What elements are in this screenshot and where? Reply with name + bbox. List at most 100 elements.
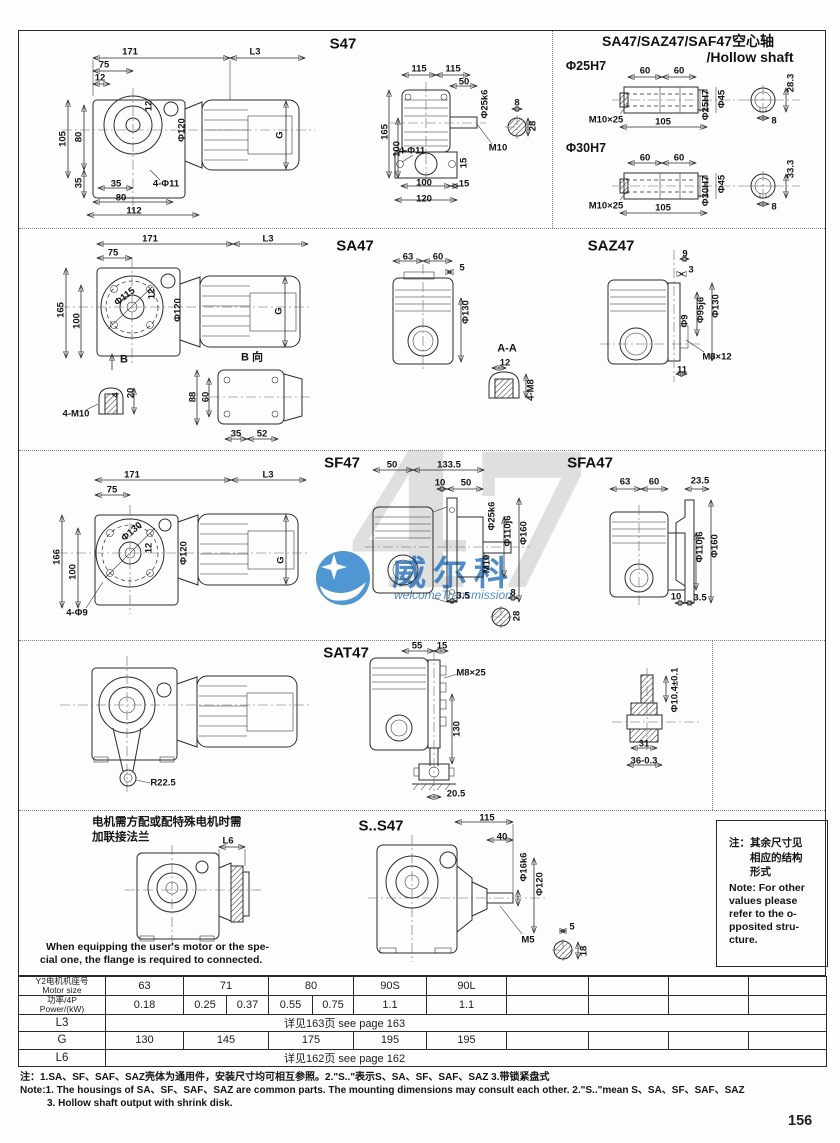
dimension-label: 112 [126,205,142,217]
dimension-label: R22.5 [150,777,176,789]
empty-cell [588,1030,669,1050]
section-title-sa47: SA47 [336,237,374,255]
dimension-label: 40 [496,831,508,843]
dimension-label: 80 [115,192,127,204]
cell-motor-80: 80 [268,976,354,996]
dimension-label: L3 [249,46,261,58]
cell-l3-ref: 详见163页 see page 163 [105,1013,827,1032]
dimension-label: 80 [73,131,85,143]
row-header-l3: L3 [18,1013,106,1032]
note-line: values please [729,894,798,907]
dimension-label: 105 [57,131,69,147]
cell-motor-90s: 90S [353,976,427,996]
cell-motor-63: 63 [105,976,184,996]
dimension-label: 28 [511,610,523,622]
dimension-label: M10 [481,554,493,574]
dimension-label: 20.5 [446,788,466,800]
row-header-en: Motor size [42,984,82,995]
cell-g: 130 [105,1030,184,1050]
dimension-label: Φ130 [460,300,472,324]
cell-power: 1.1 [426,994,507,1015]
dimension-label: 115 [479,812,495,824]
sfa47-drawing [610,489,711,608]
dimension-label: 8 [510,587,516,599]
dimension-label: 23.5 [690,475,710,487]
sat47-side-view-drawing [60,656,310,792]
cell-power: 0.37 [226,994,269,1015]
dimension-label: 63 [619,476,631,488]
dimension-label: Φ110j6 [502,515,514,547]
section-title-sfa47: SFA47 [567,454,613,472]
dimension-label: 10 [434,477,446,489]
dimension-label: M8×12 [702,351,732,363]
hollow-shaft-drawings [612,77,800,213]
dimension-label: 12 [146,288,158,300]
row-header-cn: Y2电机机座号 [35,976,89,986]
table-row-l6: L6 详见162页 see page 162 [18,1048,827,1067]
dimension-label: 165 [55,302,67,318]
dimension-label: 3 [688,264,694,276]
dimension-label: 36-0.3 [630,755,658,767]
dimension-label: Φ30H7 [700,175,712,207]
dimension-label: cial one, the flange is required to conn… [40,953,263,966]
dimension-label: Φ130 [710,294,722,318]
dimension-label: 75 [107,247,119,259]
dimension-label: Φ120 [172,298,184,322]
dimension-label: 52 [256,428,268,440]
dimension-label: 12 [143,542,155,554]
dimension-label: Φ160 [518,521,530,545]
dimension-label: Φ45 [716,89,728,109]
dimension-label: 12 [94,72,106,84]
section-divider [19,810,825,811]
spec-table: Y2电机机座号 Motor size 63 71 80 90S 90L 功率/4… [18,976,827,1067]
dimension-label: Φ120 [534,872,546,896]
dimension-label: 9 [682,248,688,260]
dimension-label: L3 [262,469,274,481]
dimension-label: 115 [411,63,427,75]
dimension-label: 3.5 [456,590,470,602]
dimension-label: Φ25k6 [486,501,498,531]
dimension-label: Φ9 [679,314,691,328]
dimension-label: B 向 [241,351,263,364]
dimension-label: A-A [497,342,517,355]
empty-cell [748,976,827,996]
cell-power: 0.75 [312,994,354,1015]
note-line: Note: For other [729,881,805,894]
section-divider-vertical [712,641,713,810]
dimension-label: 3.5 [693,592,707,604]
dimension-label: 171 [122,46,138,58]
dimension-label: 5 [569,921,575,933]
dimension-label: Φ10.4±0.1 [669,667,681,713]
dimension-label: 4-Φ11 [152,178,180,190]
dimension-label: 28 [527,120,539,132]
dimension-label: 105 [655,202,671,214]
note-line: cture. [729,933,758,946]
cell-g: 195 [426,1030,507,1050]
saz47-drawing [600,250,712,382]
section-title-hollow-cn: SA47/SAZ47/SAF47空心轴 [602,33,774,49]
dimension-label: 15 [436,640,448,652]
dimension-label: 60 [673,152,685,164]
dimension-label: 60 [639,65,651,77]
cell-power: 0.25 [183,994,227,1015]
dimension-label: 31 [638,738,650,750]
flange-adapter-drawing [125,845,262,950]
dimension-label: 171 [124,469,140,481]
empty-cell [506,994,589,1015]
row-header-power: 功率/4P Power/(kW) [18,994,106,1015]
dimension-label: 8 [771,115,777,127]
dimension-label: 15 [458,178,470,190]
dimension-label: M5 [521,934,535,946]
row-header-g: G [18,1030,106,1050]
sa47-side-view-drawing [60,244,312,439]
empty-cell [588,976,669,996]
dimension-label: 60 [200,391,212,403]
dimension-label: 171 [142,233,158,245]
empty-cell [668,994,749,1015]
dimension-label: Φ95j6 [695,296,707,324]
dimension-label: 35 [230,428,242,440]
row-header-motor-size: Y2电机机座号 Motor size [18,976,106,996]
dimension-label: 4-M8 [525,379,537,401]
